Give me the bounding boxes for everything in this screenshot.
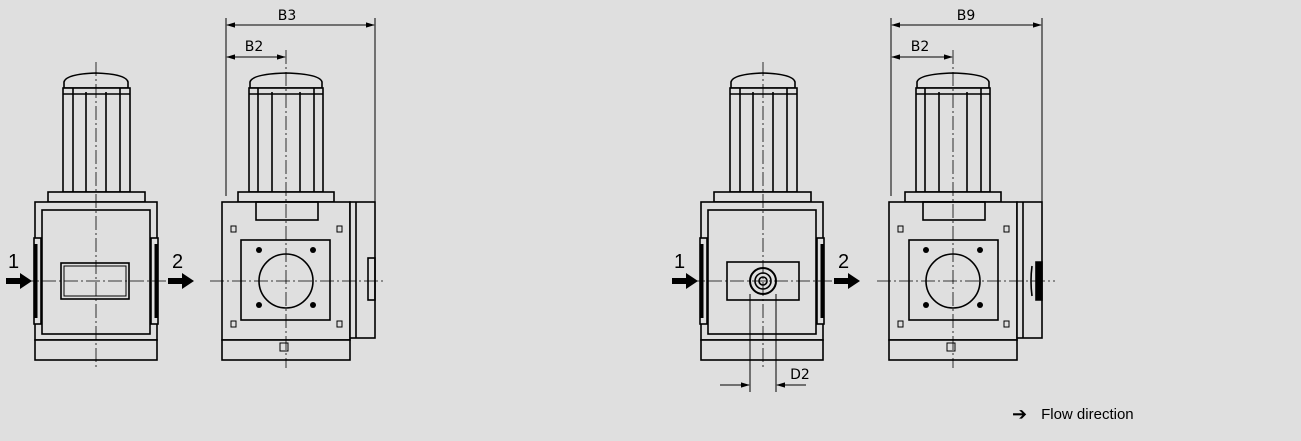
dimension-label-b9: B9 — [957, 8, 976, 24]
centerlines-view-4 — [877, 50, 1055, 368]
screws-view-2 — [256, 247, 316, 308]
inlet-arrow-view-3 — [672, 273, 698, 289]
dimension-label-b2-view-2: B2 — [245, 39, 264, 55]
outlet-arrow-view-3 — [834, 273, 860, 289]
port-label-2-view-1: 2 — [172, 251, 183, 273]
dimension-label-b3: B3 — [278, 8, 297, 24]
dimension-label-b2-view-4: B2 — [911, 39, 930, 55]
side-view-4 — [888, 72, 1043, 361]
inlet-arrow-view-1 — [6, 273, 32, 289]
centerlines-view-1 — [20, 62, 170, 368]
dimension-lines-view-2 — [225, 18, 376, 202]
centerlines-view-2 — [210, 50, 386, 368]
right-arrow-icon: ➔ — [1012, 404, 1028, 424]
port-label-1-view-1: 1 — [8, 251, 19, 273]
dimension-lines-view-4 — [890, 18, 1043, 202]
dimension-lines-view-3 — [720, 294, 806, 392]
port-label-2-view-3: 2 — [838, 251, 849, 273]
legend-label: Flow direction — [1041, 405, 1134, 423]
outlet-arrow-view-1 — [168, 273, 194, 289]
port-label-1-view-3: 1 — [674, 251, 685, 273]
screws-view-4 — [923, 247, 983, 308]
front-view-3 — [699, 72, 825, 361]
dimension-label-d2: D2 — [790, 367, 810, 383]
centerlines-view-3 — [686, 62, 836, 368]
legend: ➔ Flow direction — [1012, 405, 1134, 423]
side-view-2 — [221, 72, 376, 361]
